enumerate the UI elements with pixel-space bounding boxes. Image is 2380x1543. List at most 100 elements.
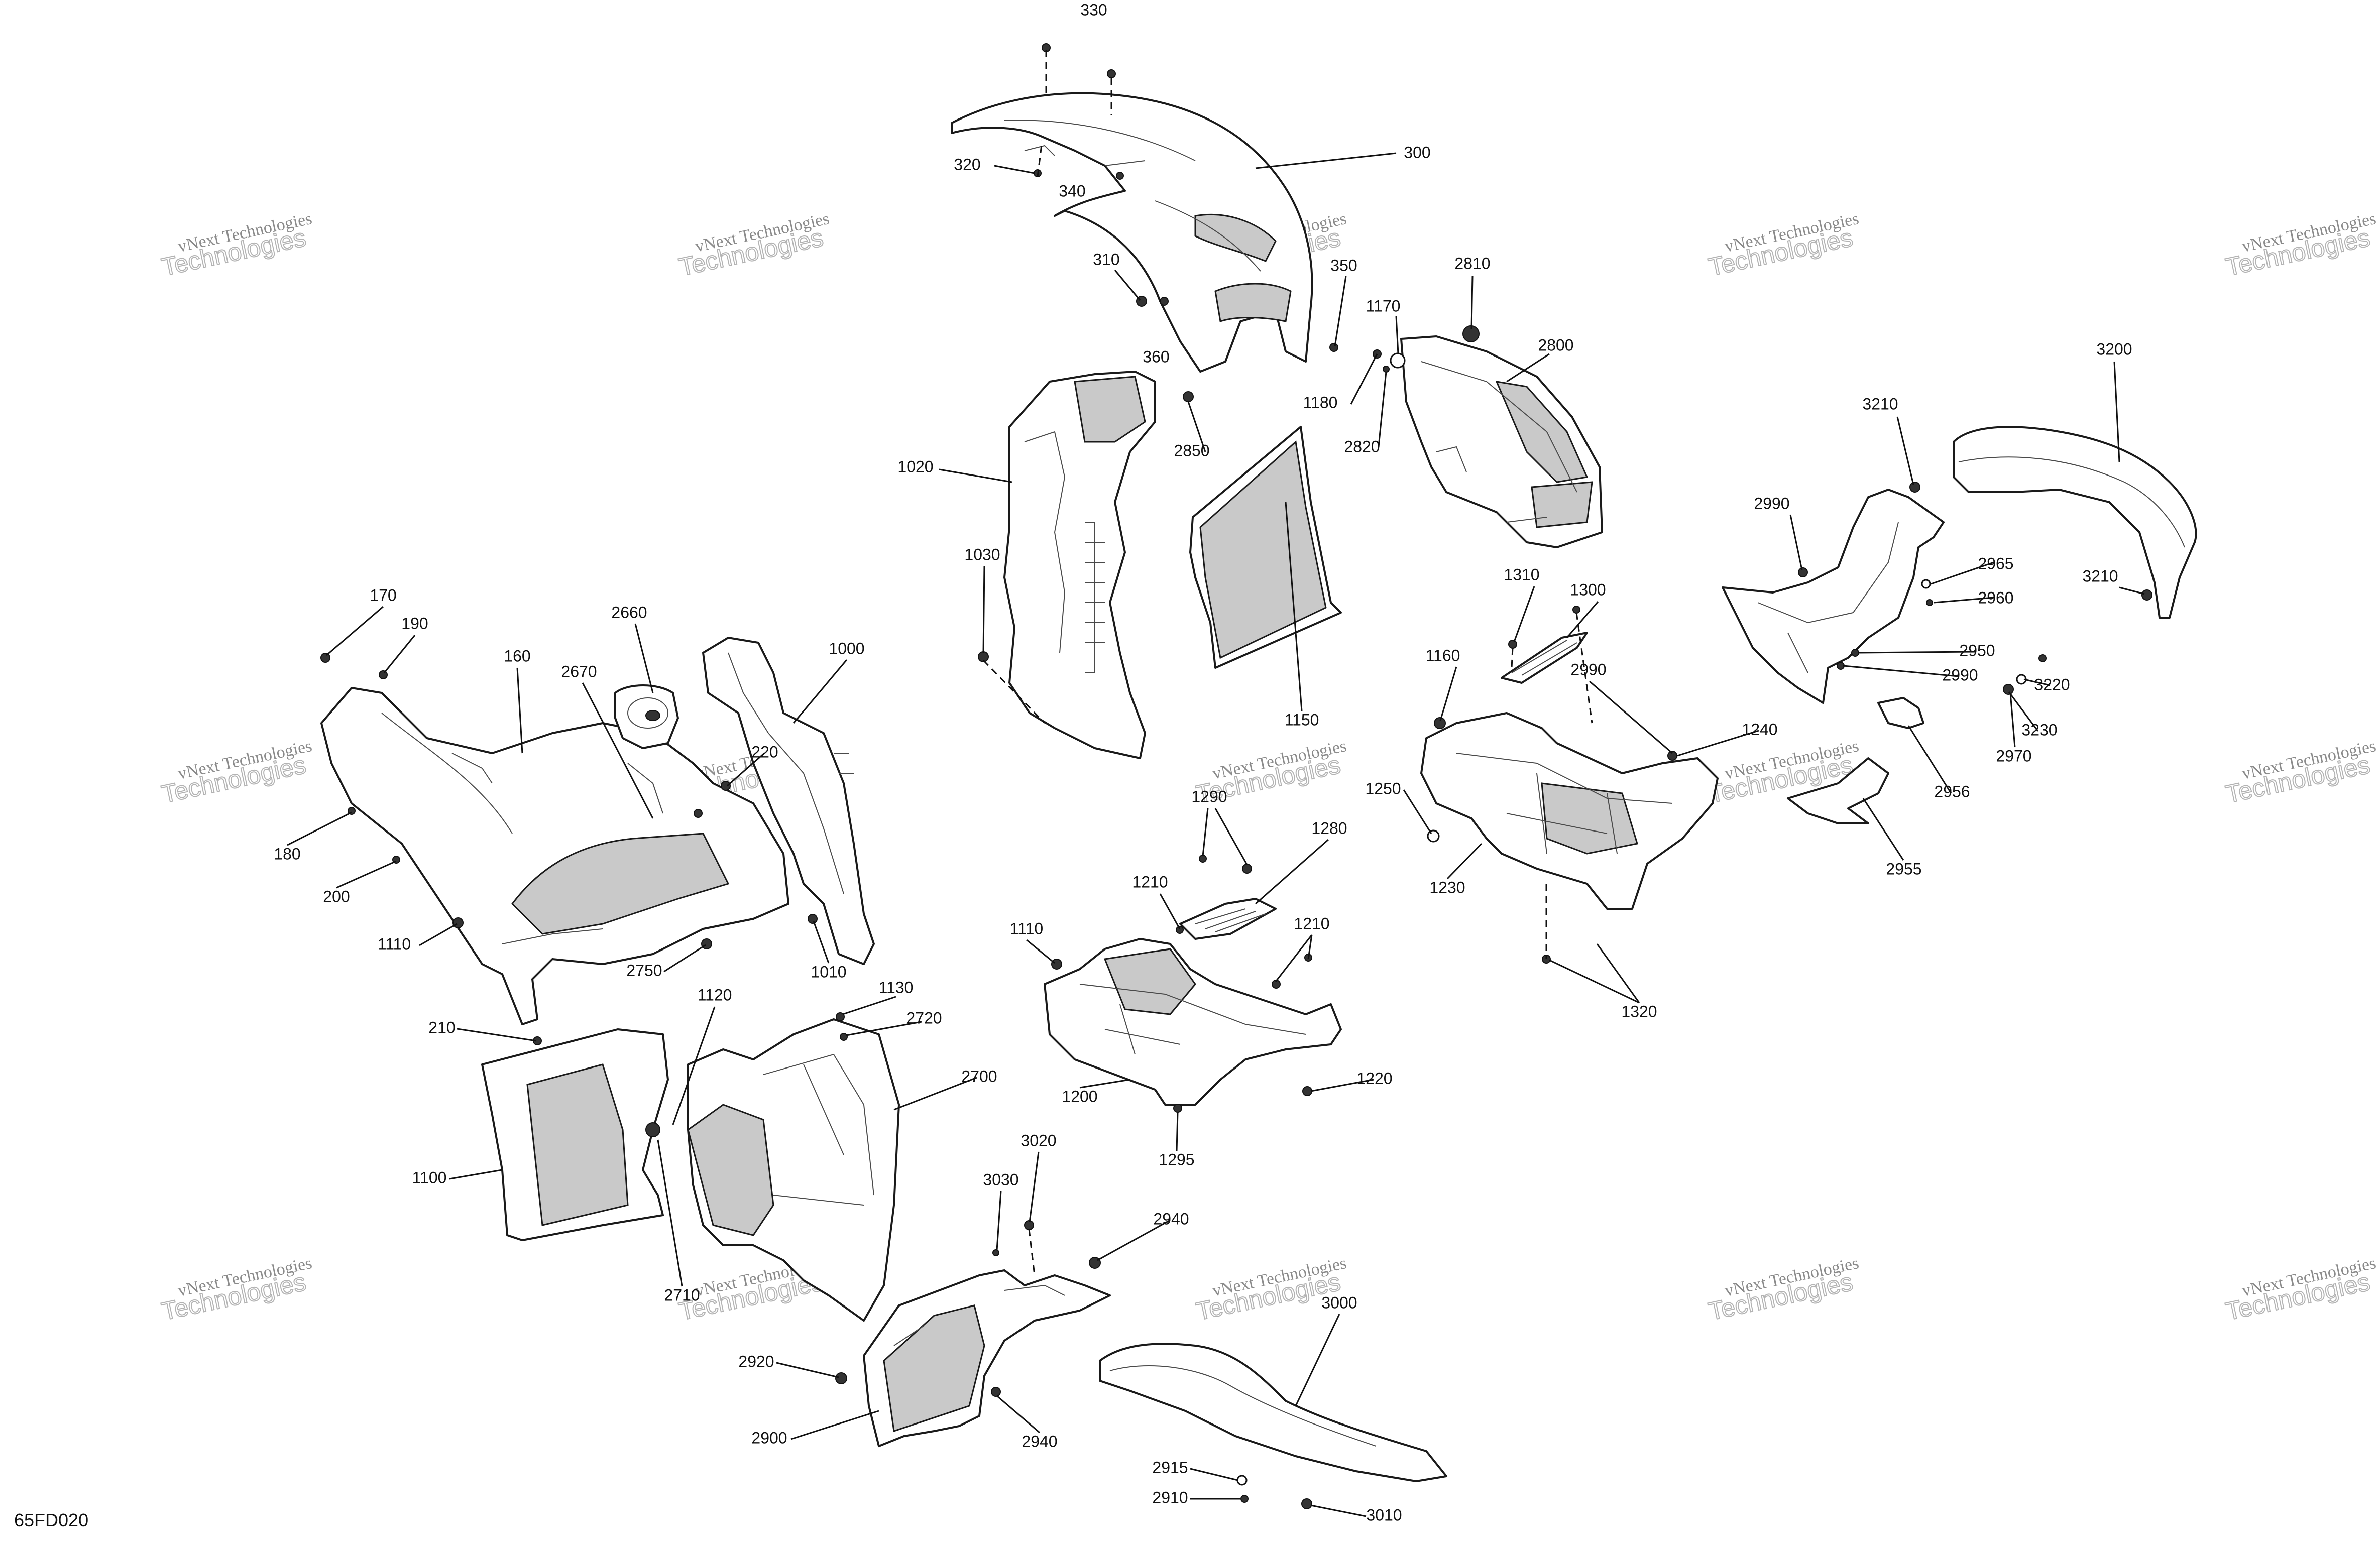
- watermark: Technologies vNext Technologies: [1706, 1254, 1861, 1326]
- callout-3220: 3220: [2034, 675, 2070, 693]
- part-front-floor: [1044, 938, 1342, 1106]
- part-center-side-panel: [1189, 426, 1342, 669]
- callout-2950: 2950: [1959, 641, 1995, 659]
- callout-2800: 2800: [1538, 336, 1573, 354]
- callout-2720: 2720: [906, 1009, 942, 1027]
- callout-3210: 3210: [1862, 395, 1898, 413]
- callout-2850: 2850: [1174, 441, 1209, 459]
- callout-220: 220: [751, 743, 778, 761]
- callout-1160: 1160: [1426, 646, 1460, 664]
- part-cap: [614, 684, 679, 749]
- part-small-brackets: [1787, 697, 1924, 824]
- callout-1130: 1130: [879, 978, 914, 996]
- callout-1020: 1020: [897, 457, 933, 476]
- part-left-front-fender: [320, 687, 789, 1025]
- callout-3030: 3030: [983, 1170, 1018, 1189]
- callout-170: 170: [370, 586, 396, 604]
- callout-1010: 1010: [811, 963, 846, 981]
- watermark: Technologies vNext Technologies: [2223, 737, 2378, 809]
- part-left-lower-panel: [481, 1028, 669, 1241]
- callout-1290: 1290: [1191, 787, 1227, 805]
- callout-160: 160: [504, 647, 530, 665]
- part-rear-left-fender: [863, 1269, 1111, 1447]
- callout-2970: 2970: [1996, 747, 2031, 765]
- callout-1310: 1310: [1504, 565, 1539, 583]
- part-right-front-panel: [1400, 335, 1603, 548]
- hardware-fasteners: [320, 43, 2152, 1509]
- part-rear-grate: [1501, 632, 1588, 684]
- part-left-bracket: [702, 637, 875, 965]
- callout-1170: 1170: [1366, 297, 1401, 315]
- callout-2960: 2960: [1978, 588, 2013, 607]
- callout-350: 350: [1330, 256, 1357, 274]
- callout-1000: 1000: [829, 639, 864, 657]
- callout-1100: 1100: [412, 1168, 447, 1186]
- callout-330: 330: [1080, 1, 1107, 19]
- callout-1110: 1110: [1010, 919, 1043, 937]
- part-floor-grate: [1179, 898, 1277, 940]
- callout-2910: 2910: [1152, 1488, 1188, 1506]
- callout-2956: 2956: [1934, 782, 1970, 800]
- callout-2750: 2750: [626, 961, 662, 979]
- figure-code: 65FD020: [14, 1510, 88, 1530]
- callout-2965: 2965: [1978, 554, 2013, 572]
- callout-2700: 2700: [961, 1067, 997, 1085]
- callout-1320: 1320: [1621, 1002, 1657, 1020]
- callout-1150: 1150: [1285, 710, 1319, 729]
- callout-310: 310: [1093, 250, 1119, 268]
- assembly-lines: [982, 50, 1593, 1276]
- watermark: Technologies vNext Technologies: [159, 1254, 314, 1326]
- callout-2940: 2940: [1022, 1432, 1057, 1450]
- part-rear-footwell: [1420, 712, 1719, 910]
- callout-2915: 2915: [1152, 1458, 1188, 1476]
- callout-340: 340: [1059, 182, 1085, 200]
- callout-1220: 1220: [1356, 1069, 1392, 1087]
- watermark: Technologies vNext Technologies: [1706, 209, 1861, 282]
- callout-1180: 1180: [1303, 393, 1338, 411]
- watermark: Technologies vNext Technologies: [2223, 1254, 2378, 1326]
- watermark: Technologies vNext Technologies: [159, 737, 314, 809]
- callout-1240: 1240: [1742, 720, 1777, 738]
- part-center-console: [1003, 371, 1156, 759]
- part-front-hood: [951, 92, 1313, 373]
- callout-1280: 1280: [1311, 819, 1347, 837]
- watermark: Technologies vNext Technologies: [676, 209, 831, 282]
- callout-320: 320: [954, 155, 980, 173]
- callout-1200: 1200: [1062, 1087, 1097, 1105]
- watermark: Technologies vNext Technologies: [159, 209, 314, 282]
- callout-190: 190: [401, 614, 428, 632]
- callout-2900: 2900: [751, 1429, 787, 1447]
- callout-1110: 1110: [378, 935, 411, 953]
- callout-2670: 2670: [561, 662, 597, 680]
- callout-2990: 2990: [1942, 666, 1978, 684]
- callout-1230: 1230: [1429, 878, 1465, 896]
- callout-3000: 3000: [1321, 1293, 1357, 1312]
- callout-2940: 2940: [1153, 1210, 1189, 1228]
- callout-1030: 1030: [964, 545, 1000, 563]
- watermark: Technologies vNext Technologies: [1193, 1254, 1348, 1326]
- callout-2710: 2710: [664, 1286, 700, 1304]
- callout-1210: 1210: [1132, 873, 1168, 891]
- callout-2990: 2990: [1570, 660, 1606, 678]
- callout-2660: 2660: [611, 603, 647, 621]
- part-rear-left-panel: [1099, 1343, 1447, 1482]
- callout-210: 210: [428, 1018, 455, 1036]
- callout-3230: 3230: [2021, 721, 2057, 739]
- callout-1250: 1250: [1365, 779, 1401, 797]
- callout-360: 360: [1143, 347, 1169, 366]
- callout-300: 300: [1404, 143, 1430, 161]
- callout-3010: 3010: [1366, 1506, 1402, 1524]
- callout-1210: 1210: [1294, 914, 1329, 932]
- leader-lines: [287, 152, 2145, 1517]
- callout-3020: 3020: [1021, 1131, 1056, 1149]
- part-mid-panel: [687, 1018, 900, 1322]
- callout-2810: 2810: [1454, 254, 1490, 272]
- part-right-bracket: [1722, 489, 1945, 704]
- callout-1295: 1295: [1159, 1150, 1194, 1168]
- callout-2990: 2990: [1754, 494, 1789, 512]
- parts: [287, 43, 2197, 1517]
- callout-2955: 2955: [1886, 860, 1921, 878]
- callout-1300: 1300: [1570, 580, 1606, 599]
